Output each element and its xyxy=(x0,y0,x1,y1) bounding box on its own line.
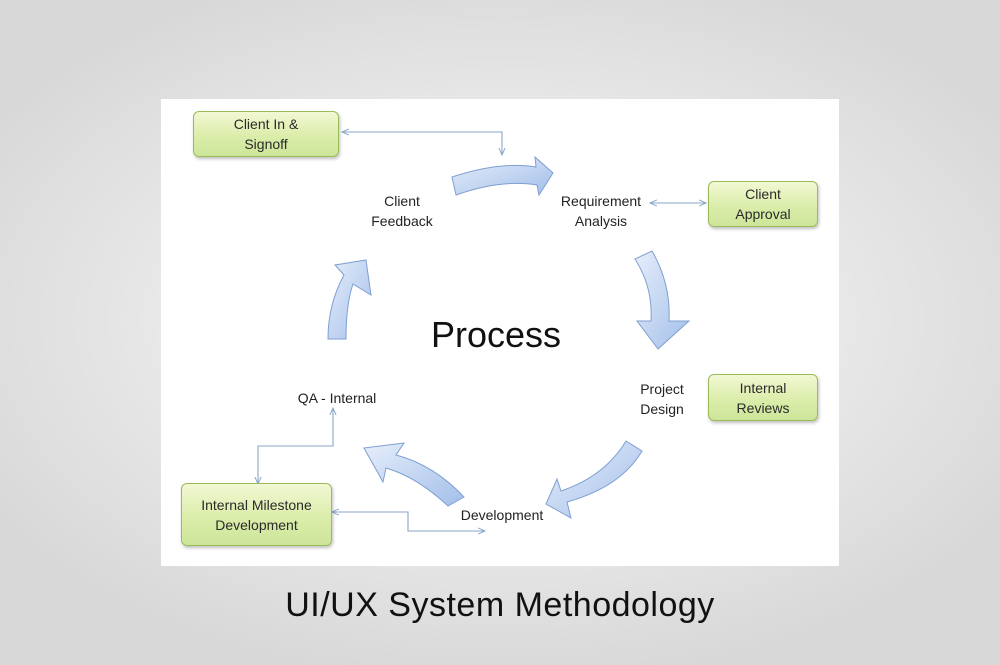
box-client-approval: Client Approval xyxy=(708,181,818,227)
arrow-feedback-to-requirement xyxy=(451,155,554,197)
connector-development-milestone xyxy=(332,512,485,531)
stage-development: Development xyxy=(460,507,544,523)
arrow-requirement-to-design xyxy=(634,250,691,350)
stage-qa-internal: QA - Internal xyxy=(297,390,377,406)
diagram-svg xyxy=(161,99,839,566)
box-internal-reviews: Internal Reviews xyxy=(708,374,818,421)
stage-client-feedback: Client Feedback xyxy=(371,193,433,229)
connector-signoff-to-requirement xyxy=(342,132,502,155)
connector-qa-to-milestone xyxy=(258,408,333,484)
stage-project-design: Project Design xyxy=(640,381,684,417)
box-client-in-signoff: Client In & Signoff xyxy=(193,111,339,157)
arrow-design-to-development xyxy=(545,440,643,520)
process-title: Process xyxy=(430,314,562,355)
page-caption: UI/UX System Methodology xyxy=(285,586,715,624)
arrow-qa-to-feedback xyxy=(327,259,372,340)
arrow-development-to-qa xyxy=(363,442,465,507)
stage-requirement-analysis: Requirement Analysis xyxy=(560,193,642,229)
box-internal-milestone: Internal Milestone Development xyxy=(181,483,332,546)
diagram-canvas: Process Client Feedback Requirement Anal… xyxy=(161,99,839,566)
